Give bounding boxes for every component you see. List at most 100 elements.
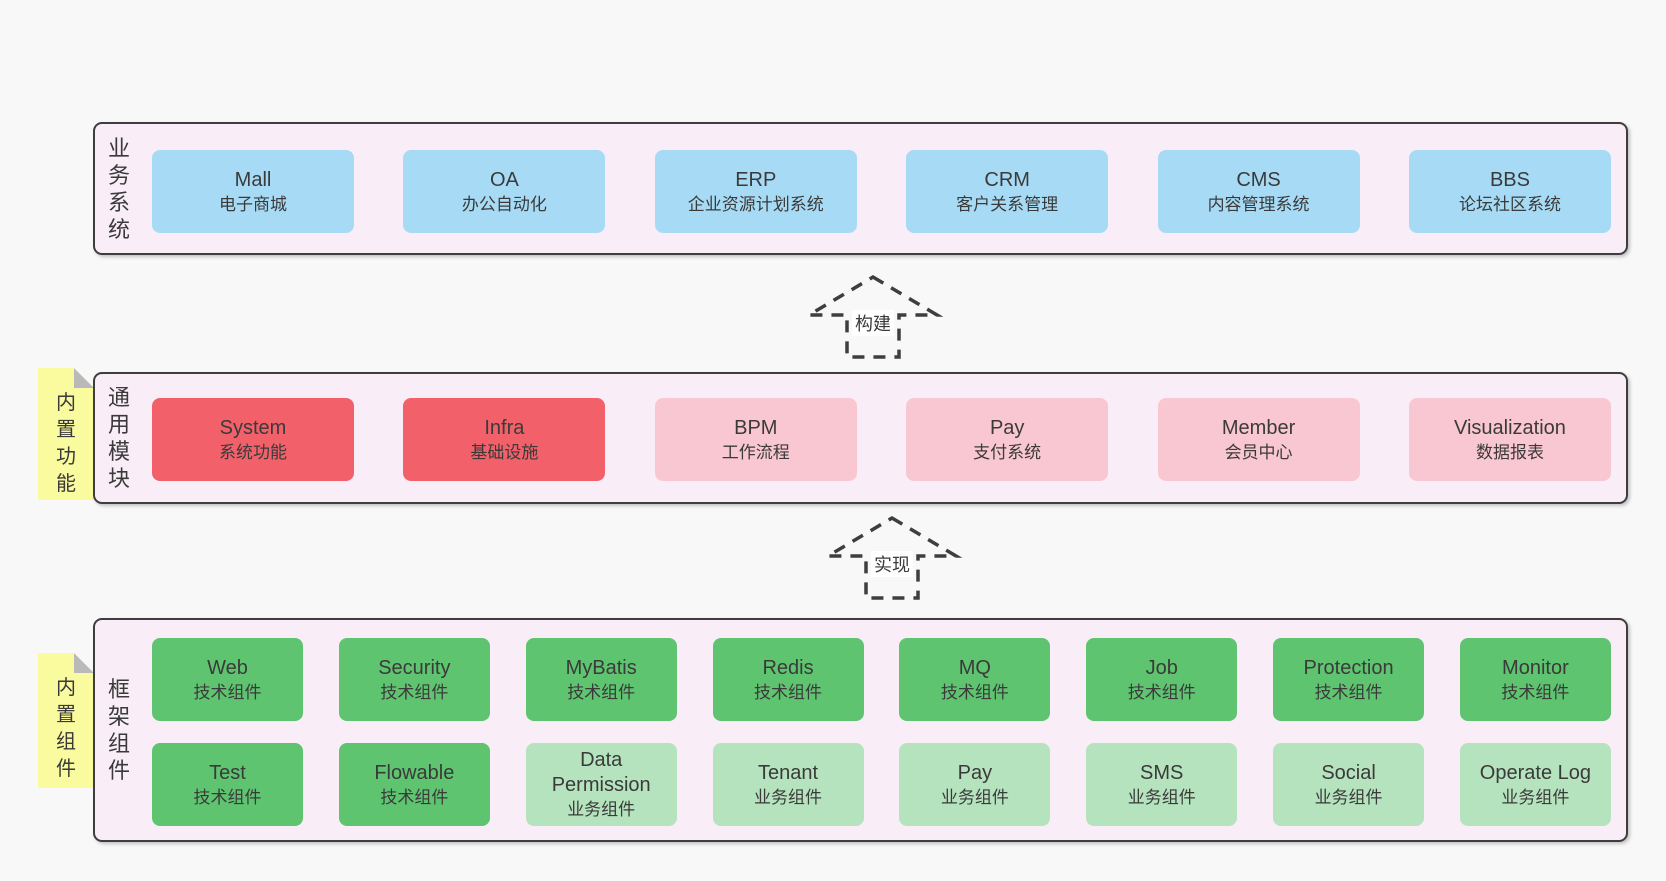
box-subtitle: 技术组件 <box>754 682 823 702</box>
layer-framework-components: 框架组件 Web 技术组件 Security 技术组件 MyBatis 技术组件… <box>93 618 1628 842</box>
layer-label-text: 通用模块 <box>107 385 130 491</box>
dashed-up-arrow-implement: 实现 <box>822 514 962 602</box>
box-title: Monitor <box>1502 656 1569 679</box>
sticky-note-label: 内置组件 <box>56 677 76 780</box>
layer-label-text: 框架组件 <box>107 677 130 783</box>
box-title: BPM <box>734 416 778 439</box>
layer-label: 业务系统 <box>106 124 132 253</box>
sticky-note-builtin-features: 内置功能 <box>38 368 94 500</box>
box-title: CMS <box>1236 168 1281 191</box>
box-subtitle: 论坛社区系统 <box>1458 194 1561 214</box>
box-mq: MQ 技术组件 <box>899 638 1051 721</box>
box-mall: Mall 电子商城 <box>152 150 354 233</box>
box-subtitle: 企业资源计划系统 <box>687 194 824 214</box>
layer-business-systems: 业务系统 Mall 电子商城 OA 办公自动化 ERP 企业资源计划系统 CRM… <box>93 122 1628 255</box>
box-data-permission: Data Permission 业务组件 <box>525 743 677 826</box>
box-title: ERP <box>735 168 777 191</box>
folded-corner-icon <box>74 368 94 388</box>
box-subtitle: 业务组件 <box>567 800 636 819</box>
box-subtitle: 技术组件 <box>380 682 449 702</box>
box-subtitle: 技术组件 <box>1314 682 1383 702</box>
box-crm: CRM 客户关系管理 <box>906 150 1109 233</box>
box-member: Member 会员中心 <box>1157 398 1360 481</box>
box-bpm: BPM 工作流程 <box>654 398 857 481</box>
up-arrow-icon <box>803 274 943 359</box>
box-title: MyBatis <box>565 656 637 679</box>
box-title: CRM <box>984 168 1030 191</box>
box-title: Security <box>378 656 451 679</box>
box-flowable: Flowable 技术组件 <box>338 743 490 826</box>
box-title: Redis <box>762 656 814 679</box>
box-subtitle: 业务组件 <box>940 787 1009 807</box>
box-subtitle: 电子商城 <box>219 194 287 214</box>
business-systems-row: Mall 电子商城 OA 办公自动化 ERP 企业资源计划系统 CRM 客户关系… <box>152 150 1611 233</box>
up-arrow-icon <box>822 515 962 600</box>
box-operate-log: Operate Log 业务组件 <box>1459 743 1611 826</box>
box-pay: Pay 支付系统 <box>906 398 1109 481</box>
box-subtitle: 数据报表 <box>1475 442 1544 462</box>
box-title: Operate Log <box>1479 761 1591 784</box>
box-subtitle: 技术组件 <box>1127 682 1196 702</box>
box-subtitle: 客户关系管理 <box>956 194 1059 214</box>
box-cms: CMS 内容管理系统 <box>1157 150 1360 233</box>
box-subtitle: 会员中心 <box>1224 442 1293 462</box>
box-test: Test 技术组件 <box>152 743 303 826</box>
box-subtitle: 技术组件 <box>940 682 1009 702</box>
box-system: System 系统功能 <box>152 398 354 481</box>
box-title: Flowable <box>374 761 455 784</box>
box-subtitle: 业务组件 <box>1314 787 1383 807</box>
box-redis: Redis 技术组件 <box>712 638 864 721</box>
box-infra: Infra 基础设施 <box>403 398 606 481</box>
box-oa: OA 办公自动化 <box>403 150 606 233</box>
box-subtitle: 工作流程 <box>721 442 790 462</box>
box-subtitle: 业务组件 <box>1127 787 1196 807</box>
box-subtitle: 技术组件 <box>567 682 636 702</box>
box-subtitle: 内容管理系统 <box>1207 194 1310 214</box>
box-title: Job <box>1145 656 1178 679</box>
box-visualization: Visualization 数据报表 <box>1408 398 1611 481</box>
box-title: BBS <box>1489 168 1530 191</box>
folded-corner-icon <box>74 653 94 673</box>
common-modules-row: System 系统功能 Infra 基础设施 BPM 工作流程 Pay 支付系统… <box>152 398 1611 481</box>
box-web: Web 技术组件 <box>152 638 303 721</box>
box-sms: SMS 业务组件 <box>1086 743 1238 826</box>
layer-label-text: 业务系统 <box>107 135 130 242</box>
layer-common-modules: 通用模块 System 系统功能 Infra 基础设施 BPM 工作流程 Pay… <box>93 372 1628 504</box>
box-subtitle: 技术组件 <box>1501 682 1570 702</box>
box-title: Pay <box>957 761 993 784</box>
box-security: Security 技术组件 <box>338 638 490 721</box>
box-subtitle: 系统功能 <box>219 442 287 462</box>
layer-label: 框架组件 <box>106 620 132 840</box>
box-subtitle: 技术组件 <box>380 787 449 807</box>
sticky-note-label: 内置功能 <box>56 392 76 495</box>
box-title: SMS <box>1140 761 1184 784</box>
arrow-label: 实现 <box>871 551 913 577</box>
box-title: Infra <box>484 416 525 439</box>
box-title: Tenant <box>758 761 819 784</box>
dashed-up-arrow-build: 构建 <box>803 273 943 361</box>
box-title: Social <box>1321 761 1376 784</box>
box-subtitle: 支付系统 <box>973 442 1042 462</box>
box-subtitle: 业务组件 <box>1501 787 1570 807</box>
box-title: Member <box>1221 416 1296 439</box>
box-title: Data Permission <box>551 749 651 796</box>
box-title: Visualization <box>1453 416 1566 439</box>
box-erp: ERP 企业资源计划系统 <box>654 150 857 233</box>
box-subtitle: 技术组件 <box>193 787 262 807</box>
box-monitor: Monitor 技术组件 <box>1459 638 1611 721</box>
box-title: OA <box>489 168 519 191</box>
box-title: Protection <box>1303 656 1394 679</box>
box-protection: Protection 技术组件 <box>1273 638 1425 721</box>
box-title: Pay <box>989 416 1025 439</box>
box-title: MQ <box>958 656 991 679</box>
framework-components-row-2: Test 技术组件 Flowable 技术组件 Data Permission … <box>152 743 1611 826</box>
layer-label: 通用模块 <box>106 374 132 502</box>
box-title: Mall <box>234 168 272 191</box>
box-tenant: Tenant 业务组件 <box>712 743 864 826</box>
box-title: Test <box>209 761 246 784</box>
box-subtitle: 基础设施 <box>470 442 539 462</box>
arrow-label: 构建 <box>852 310 894 336</box>
box-mybatis: MyBatis 技术组件 <box>525 638 677 721</box>
box-subtitle: 业务组件 <box>754 787 823 807</box>
